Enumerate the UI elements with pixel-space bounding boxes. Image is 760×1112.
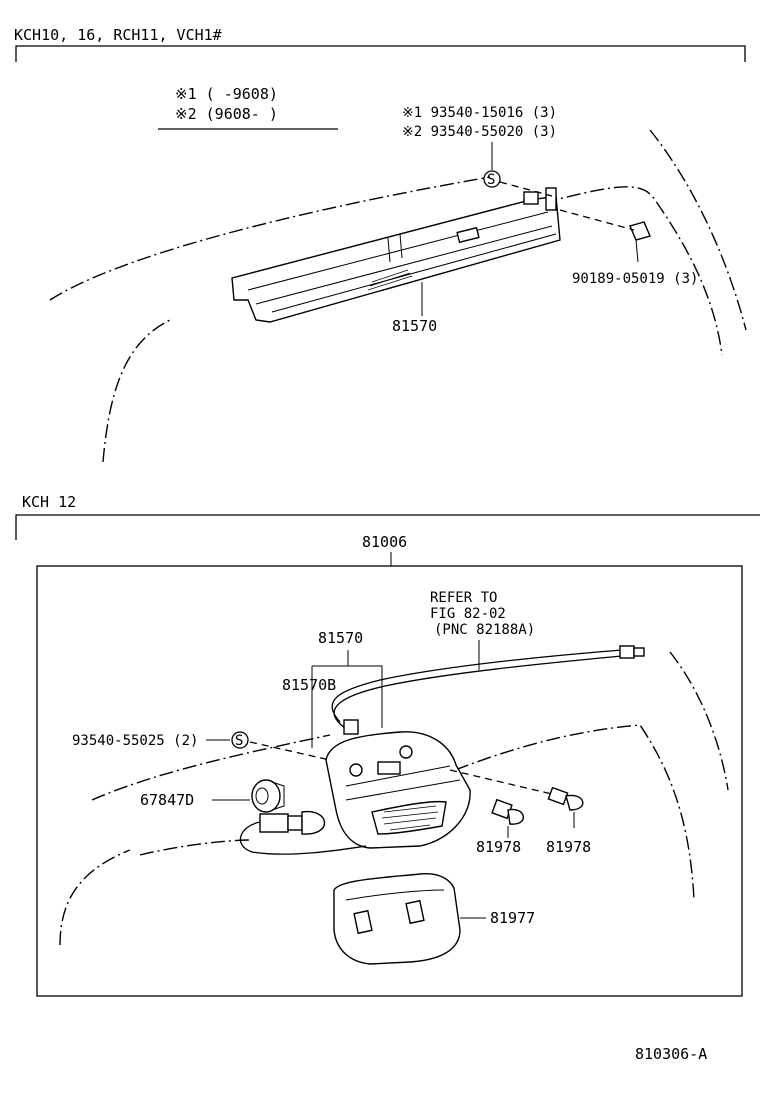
- label-93540-55020: ※2 93540-55020 (3): [402, 124, 557, 140]
- pigtail-bulb: [239, 810, 367, 855]
- s-symbol-icon-2: S: [231, 731, 249, 749]
- section2-header: KCH 12: [22, 493, 76, 511]
- lens-81977: [333, 872, 461, 965]
- body-outline-lower-left: [59, 849, 131, 946]
- label-81978-left: 81978: [476, 838, 521, 856]
- refer-line-2: FIG 82-02: [430, 606, 506, 622]
- wire-harness-upper: [331, 649, 623, 723]
- dash-screw-to-housing: [249, 741, 331, 761]
- label-90189-05019: 90189-05019 (3): [572, 271, 698, 287]
- clip-90189-05019: [629, 221, 651, 263]
- refer-line-3: (PNC 82188A): [434, 622, 535, 638]
- window-outline-right-outer: [649, 129, 747, 331]
- body-outline-upper-left: [91, 734, 331, 801]
- window-outline-right-inner: [519, 186, 723, 356]
- section1-note-row2: ※2 (9608- ): [175, 105, 278, 123]
- lamp-housing-81570: [325, 731, 471, 849]
- high-mount-stop-lamp-81570: [231, 187, 561, 323]
- label-67847d: 67847D: [140, 791, 194, 809]
- svg-text:S: S: [487, 172, 495, 188]
- label-81570-section1: 81570: [392, 317, 437, 335]
- section2-bracket: [15, 514, 760, 540]
- harness-plug-small: [343, 719, 359, 735]
- wire-harness-lower: [333, 655, 623, 729]
- window-outline-lower-left: [102, 319, 171, 463]
- body-outline-lower-mid: [139, 839, 251, 856]
- wedge-bulb-81978-right: [547, 786, 584, 811]
- label-81978-right: 81978: [546, 838, 591, 856]
- dash-screw-to-lamp: [499, 181, 553, 197]
- section1-bracket: [15, 45, 746, 62]
- dash-housing-to-bulb: [449, 769, 557, 796]
- figure-id: 810306-A: [635, 1045, 707, 1063]
- label-93540-15016: ※1 93540-15016 (3): [402, 105, 557, 121]
- refer-line-1: REFER TO: [430, 590, 497, 606]
- harness-connector: [619, 645, 645, 659]
- body-outline-right-outer: [669, 651, 729, 791]
- socket-67847d: [251, 779, 285, 813]
- assembly-81006-frame: [36, 565, 743, 997]
- section1-header: KCH10, 16, RCH11, VCH1#: [14, 26, 222, 44]
- s-symbol-icon: S: [483, 170, 501, 188]
- leader-81570-bracket: [311, 650, 383, 748]
- wedge-bulb-81978-left: [491, 798, 524, 825]
- section1-note-row1: ※1 ( -9608): [175, 85, 278, 103]
- label-81570b: 81570B: [282, 676, 336, 694]
- label-93540-55025: 93540-55025 (2): [72, 733, 198, 749]
- label-81977: 81977: [490, 909, 535, 927]
- svg-text:S: S: [235, 733, 243, 749]
- label-81570-section2: 81570: [318, 629, 363, 647]
- label-81006: 81006: [362, 533, 407, 551]
- dash-lamp-to-clip: [559, 209, 635, 231]
- window-outline-upper: [49, 176, 491, 301]
